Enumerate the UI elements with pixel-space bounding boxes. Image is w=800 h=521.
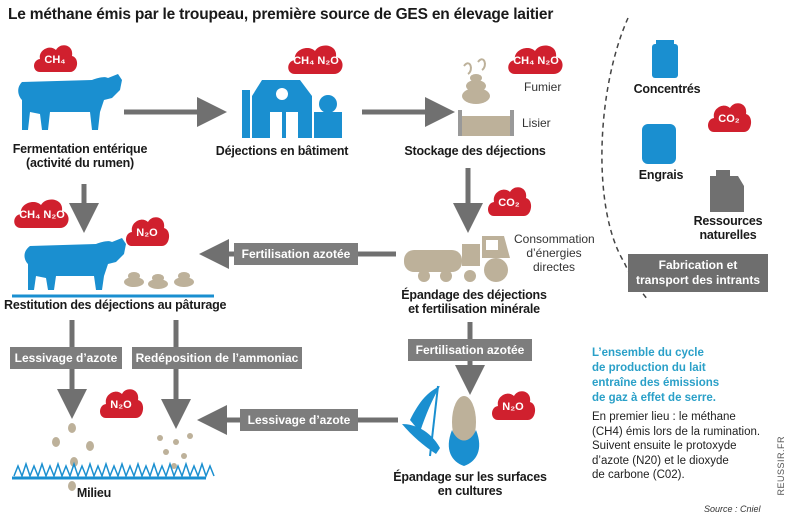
pill-lessivage-1: Lessivage d’azote xyxy=(10,347,122,369)
cultures-line1: Épandage sur les surfaces xyxy=(393,470,547,484)
crops-icon xyxy=(402,385,480,466)
concentrate-bag-icon xyxy=(652,40,678,78)
fertilizer-bag-icon xyxy=(642,124,676,164)
node-fermentation-label: Fermentation entérique (activité du rume… xyxy=(0,142,160,170)
pill-fertilisation-1: Fertilisation azotée xyxy=(234,243,358,265)
credit-label: REUSSIR.FR xyxy=(776,436,786,496)
info-body-line3: Suivent ensuite le protoxyde xyxy=(592,440,737,452)
intrants-box-line1: Fabrication et xyxy=(658,258,738,272)
node-cultures-label: Épandage sur les surfaces en cultures xyxy=(380,470,560,498)
emission-cloud-epandage: CO₂ xyxy=(486,184,532,218)
info-body-line4: d’azote (N20) et le dioxyde xyxy=(592,454,729,467)
info-head-line4: de gaz à effet de serre. xyxy=(592,392,716,404)
emission-cloud-milieu: N₂O xyxy=(98,386,144,420)
consommation-line1: Consommation xyxy=(514,232,595,246)
consommation-label: Consommation d’énergies directes xyxy=(514,232,595,274)
info-body-line5: de carbone (C02). xyxy=(592,469,685,481)
pill-lessivage-2: Lessivage d’azote xyxy=(240,409,358,431)
epandage-line2: et fertilisation minérale xyxy=(408,302,540,316)
source-label: Source : Cniel xyxy=(704,504,761,514)
milieu-grass xyxy=(12,461,215,480)
slurry-pit-icon xyxy=(458,110,514,136)
info-panel: L’ensemble du cycle de production du lai… xyxy=(592,346,762,483)
cultures-line2: en cultures xyxy=(437,484,503,498)
node-epandage-label: Épandage des déjections et fertilisation… xyxy=(384,288,564,316)
jerrycan-icon xyxy=(710,170,744,212)
node-batiment-label: Déjections en bâtiment xyxy=(215,144,349,158)
tractor-icon xyxy=(404,236,510,282)
intrant-engrais-label: Engrais xyxy=(638,168,684,182)
intrant-ressources-label: Ressources naturelles xyxy=(680,214,776,242)
fumier-label: Fumier xyxy=(524,80,562,94)
node-milieu-label: Milieu xyxy=(76,486,112,500)
fermentation-line2: (activité du rumen) xyxy=(25,156,135,170)
lisier-label: Lisier xyxy=(522,116,551,130)
emission-cloud-intrants: CO₂ xyxy=(706,100,752,134)
dung-piles-icon xyxy=(124,272,194,289)
cow-icon xyxy=(18,74,122,130)
info-body-line1: En premier lieu : le méthane xyxy=(592,411,736,423)
ressources-line1: Ressources xyxy=(693,214,763,228)
intrants-box-line2: transport des intrants xyxy=(635,273,761,287)
emission-cloud-fermentation: CH₄ xyxy=(32,42,78,74)
consommation-line3: directes xyxy=(532,260,576,274)
epandage-line1: Épandage des déjections xyxy=(401,288,547,302)
info-body-line2: (CH4) émis lors de la rumination. xyxy=(592,425,761,438)
barn-icon xyxy=(242,80,342,138)
nitrogen-droplets-icon xyxy=(52,423,94,491)
node-restitution-label: Restitution des déjections au pâturage xyxy=(4,298,227,312)
emission-cloud-stockage: CH₄ N₂O xyxy=(506,42,566,76)
emission-cloud-cultures: N₂O xyxy=(490,388,536,422)
fermentation-line1: Fermentation entérique xyxy=(12,142,148,156)
emission-cloud-paturage-dung: N₂O xyxy=(124,214,170,248)
ressources-line2: naturelles xyxy=(699,228,757,242)
node-stockage-label: Stockage des déjections xyxy=(404,144,546,158)
info-head-line3: entraîne des émissions xyxy=(592,377,720,389)
intrants-box: Fabrication et transport des intrants xyxy=(628,254,768,292)
ammonia-dots-icon xyxy=(157,433,193,469)
emission-cloud-paturage-cow: CH₄ N₂O xyxy=(12,196,72,230)
info-head-line1: L’ensemble du cycle xyxy=(592,347,704,359)
consommation-line2: d’énergies xyxy=(526,246,582,260)
pill-fertilisation-2: Fertilisation azotée xyxy=(408,339,532,361)
pill-redeposition: Redéposition de l’ammoniac xyxy=(132,347,302,369)
grazing-cow-icon xyxy=(24,238,126,290)
divider-arc xyxy=(601,17,649,301)
manure-pile-icon xyxy=(462,58,490,104)
info-head-line2: de production du lait xyxy=(592,362,706,374)
intrant-concentres-label: Concentrés xyxy=(633,82,701,96)
emission-cloud-batiment: CH₄ N₂O xyxy=(286,42,346,76)
page-title: Le méthane émis par le troupeau, premièr… xyxy=(8,6,554,23)
